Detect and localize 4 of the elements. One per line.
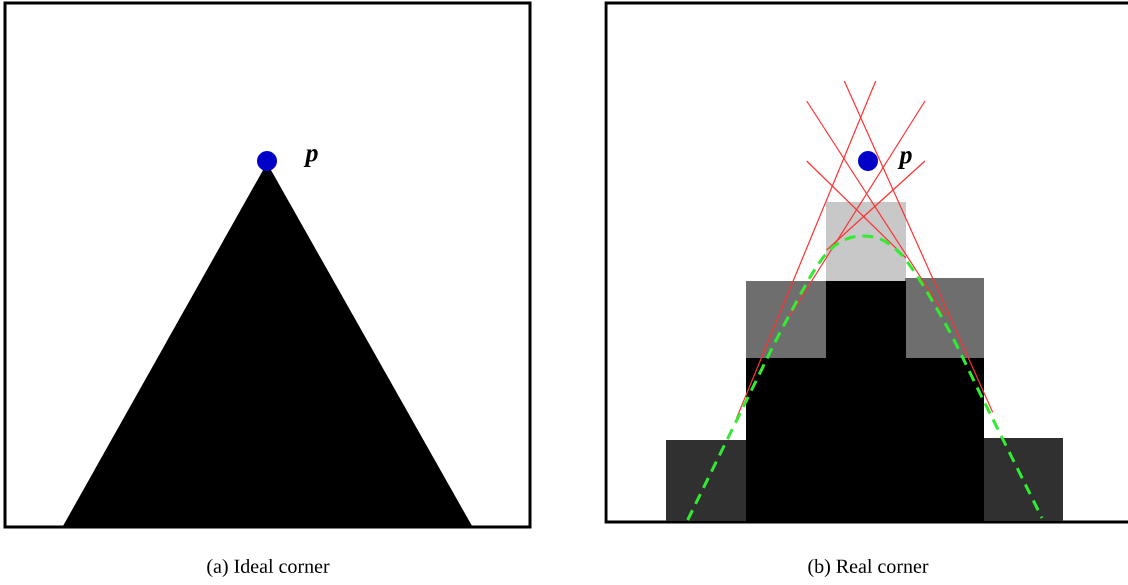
point-label: p	[897, 151, 912, 169]
caption: (a) Ideal corner	[207, 558, 330, 578]
caption: (b) Real corner	[808, 558, 929, 578]
point-label: p	[303, 149, 318, 167]
